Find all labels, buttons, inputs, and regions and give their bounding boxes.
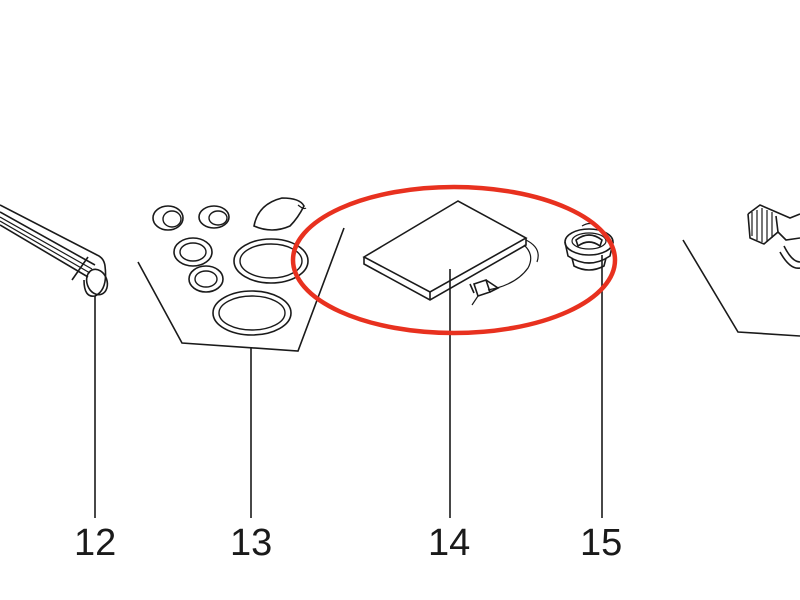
part-partial-valve xyxy=(682,204,800,337)
part-13-seal-kit xyxy=(137,197,345,352)
part-number-14: 14 xyxy=(428,522,470,564)
highlight-ellipse xyxy=(290,184,618,336)
part-14-heating-pad xyxy=(362,200,539,306)
part-number-15: 15 xyxy=(580,522,622,564)
part-12-tube xyxy=(0,204,109,297)
part-number-12: 12 xyxy=(74,522,116,564)
part-15-cap xyxy=(564,222,614,271)
part-number-13: 13 xyxy=(230,522,272,564)
